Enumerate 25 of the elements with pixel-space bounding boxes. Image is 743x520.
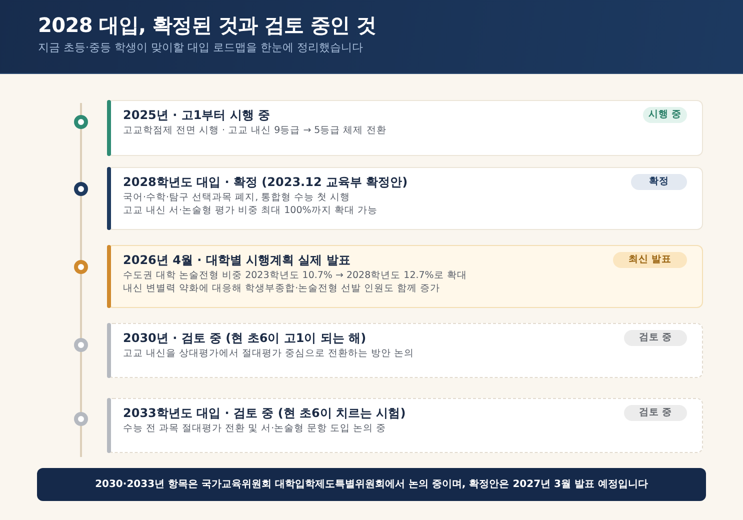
- timeline-card: [107, 167, 703, 230]
- status-badge: 검토 중: [624, 330, 687, 346]
- card-heading: 2033학년도 대입 · 검토 중 (현 초6이 치르는 시험): [123, 405, 406, 422]
- card-text: 국어·수학·탐구 선택과목 폐지, 통합형 수능 첫 시행: [123, 191, 350, 204]
- status-badge: 검토 중: [624, 405, 687, 421]
- title: 2028 대입, 확정된 것과 검토 중인 것: [38, 12, 376, 39]
- status-badge: 최신 발표: [613, 252, 687, 268]
- timeline-card: [107, 398, 703, 453]
- card-text: 고교 내신 서·논술형 평가 비중 최대 100%까지 확대 가능: [123, 204, 378, 217]
- status-badge: 시행 중: [643, 107, 687, 123]
- card-heading: 2028학년도 대입 · 확정 (2023.12 교육부 확정안): [123, 174, 408, 191]
- card-heading: 2025년 · 고1부터 시행 중: [123, 107, 270, 124]
- timeline-card: [107, 323, 703, 378]
- card-text: 수도권 대학 논술전형 비중 2023학년도 10.7% → 2028학년도 12.7%로 확대: [123, 269, 467, 282]
- timeline-card: [107, 245, 703, 308]
- card-text: 고교 내신을 상대평가에서 절대평가 중심으로 전환하는 방안 논의: [123, 347, 414, 360]
- card-text: 고교학점제 전면 시행 · 고교 내신 9등급 → 5등급 체제 전환: [123, 124, 386, 137]
- card-text: 내신 변별력 약화에 대응해 학생부종합·논술전형 선발 인원도 함께 증가: [123, 282, 440, 295]
- status-badge: 확정: [631, 174, 687, 190]
- card-heading: 2026년 4월 · 대학별 시행계획 실제 발표: [123, 252, 350, 269]
- timeline-card: [107, 100, 703, 156]
- subtitle: 지금 초등·중등 학생이 맞이할 대입 로드맵을 한눈에 정리했습니다: [38, 40, 363, 55]
- note-banner: 2030·2033년 항목은 국가교육위원회 대학입학제도특별위원회에서 논의 중이며, 확정안은 2027년 3월 발표 예정입니다: [37, 468, 706, 501]
- card-heading: 2030년 · 검토 중 (현 초6이 고1이 되는 해): [123, 330, 366, 347]
- card-text: 수능 전 과목 절대평가 전환 및 서·논술형 문항 도입 논의 중: [123, 422, 386, 435]
